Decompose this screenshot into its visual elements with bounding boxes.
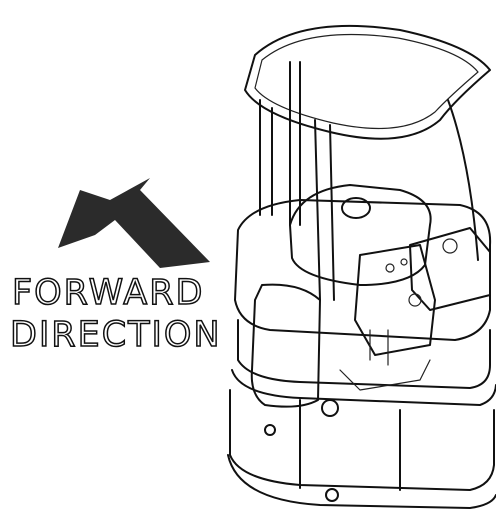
label-direction: DIRECTION xyxy=(10,315,222,355)
label-forward: FORWARD xyxy=(12,273,205,313)
plate-compactor-illustration xyxy=(227,24,496,509)
forward-arrow-icon xyxy=(58,178,210,268)
